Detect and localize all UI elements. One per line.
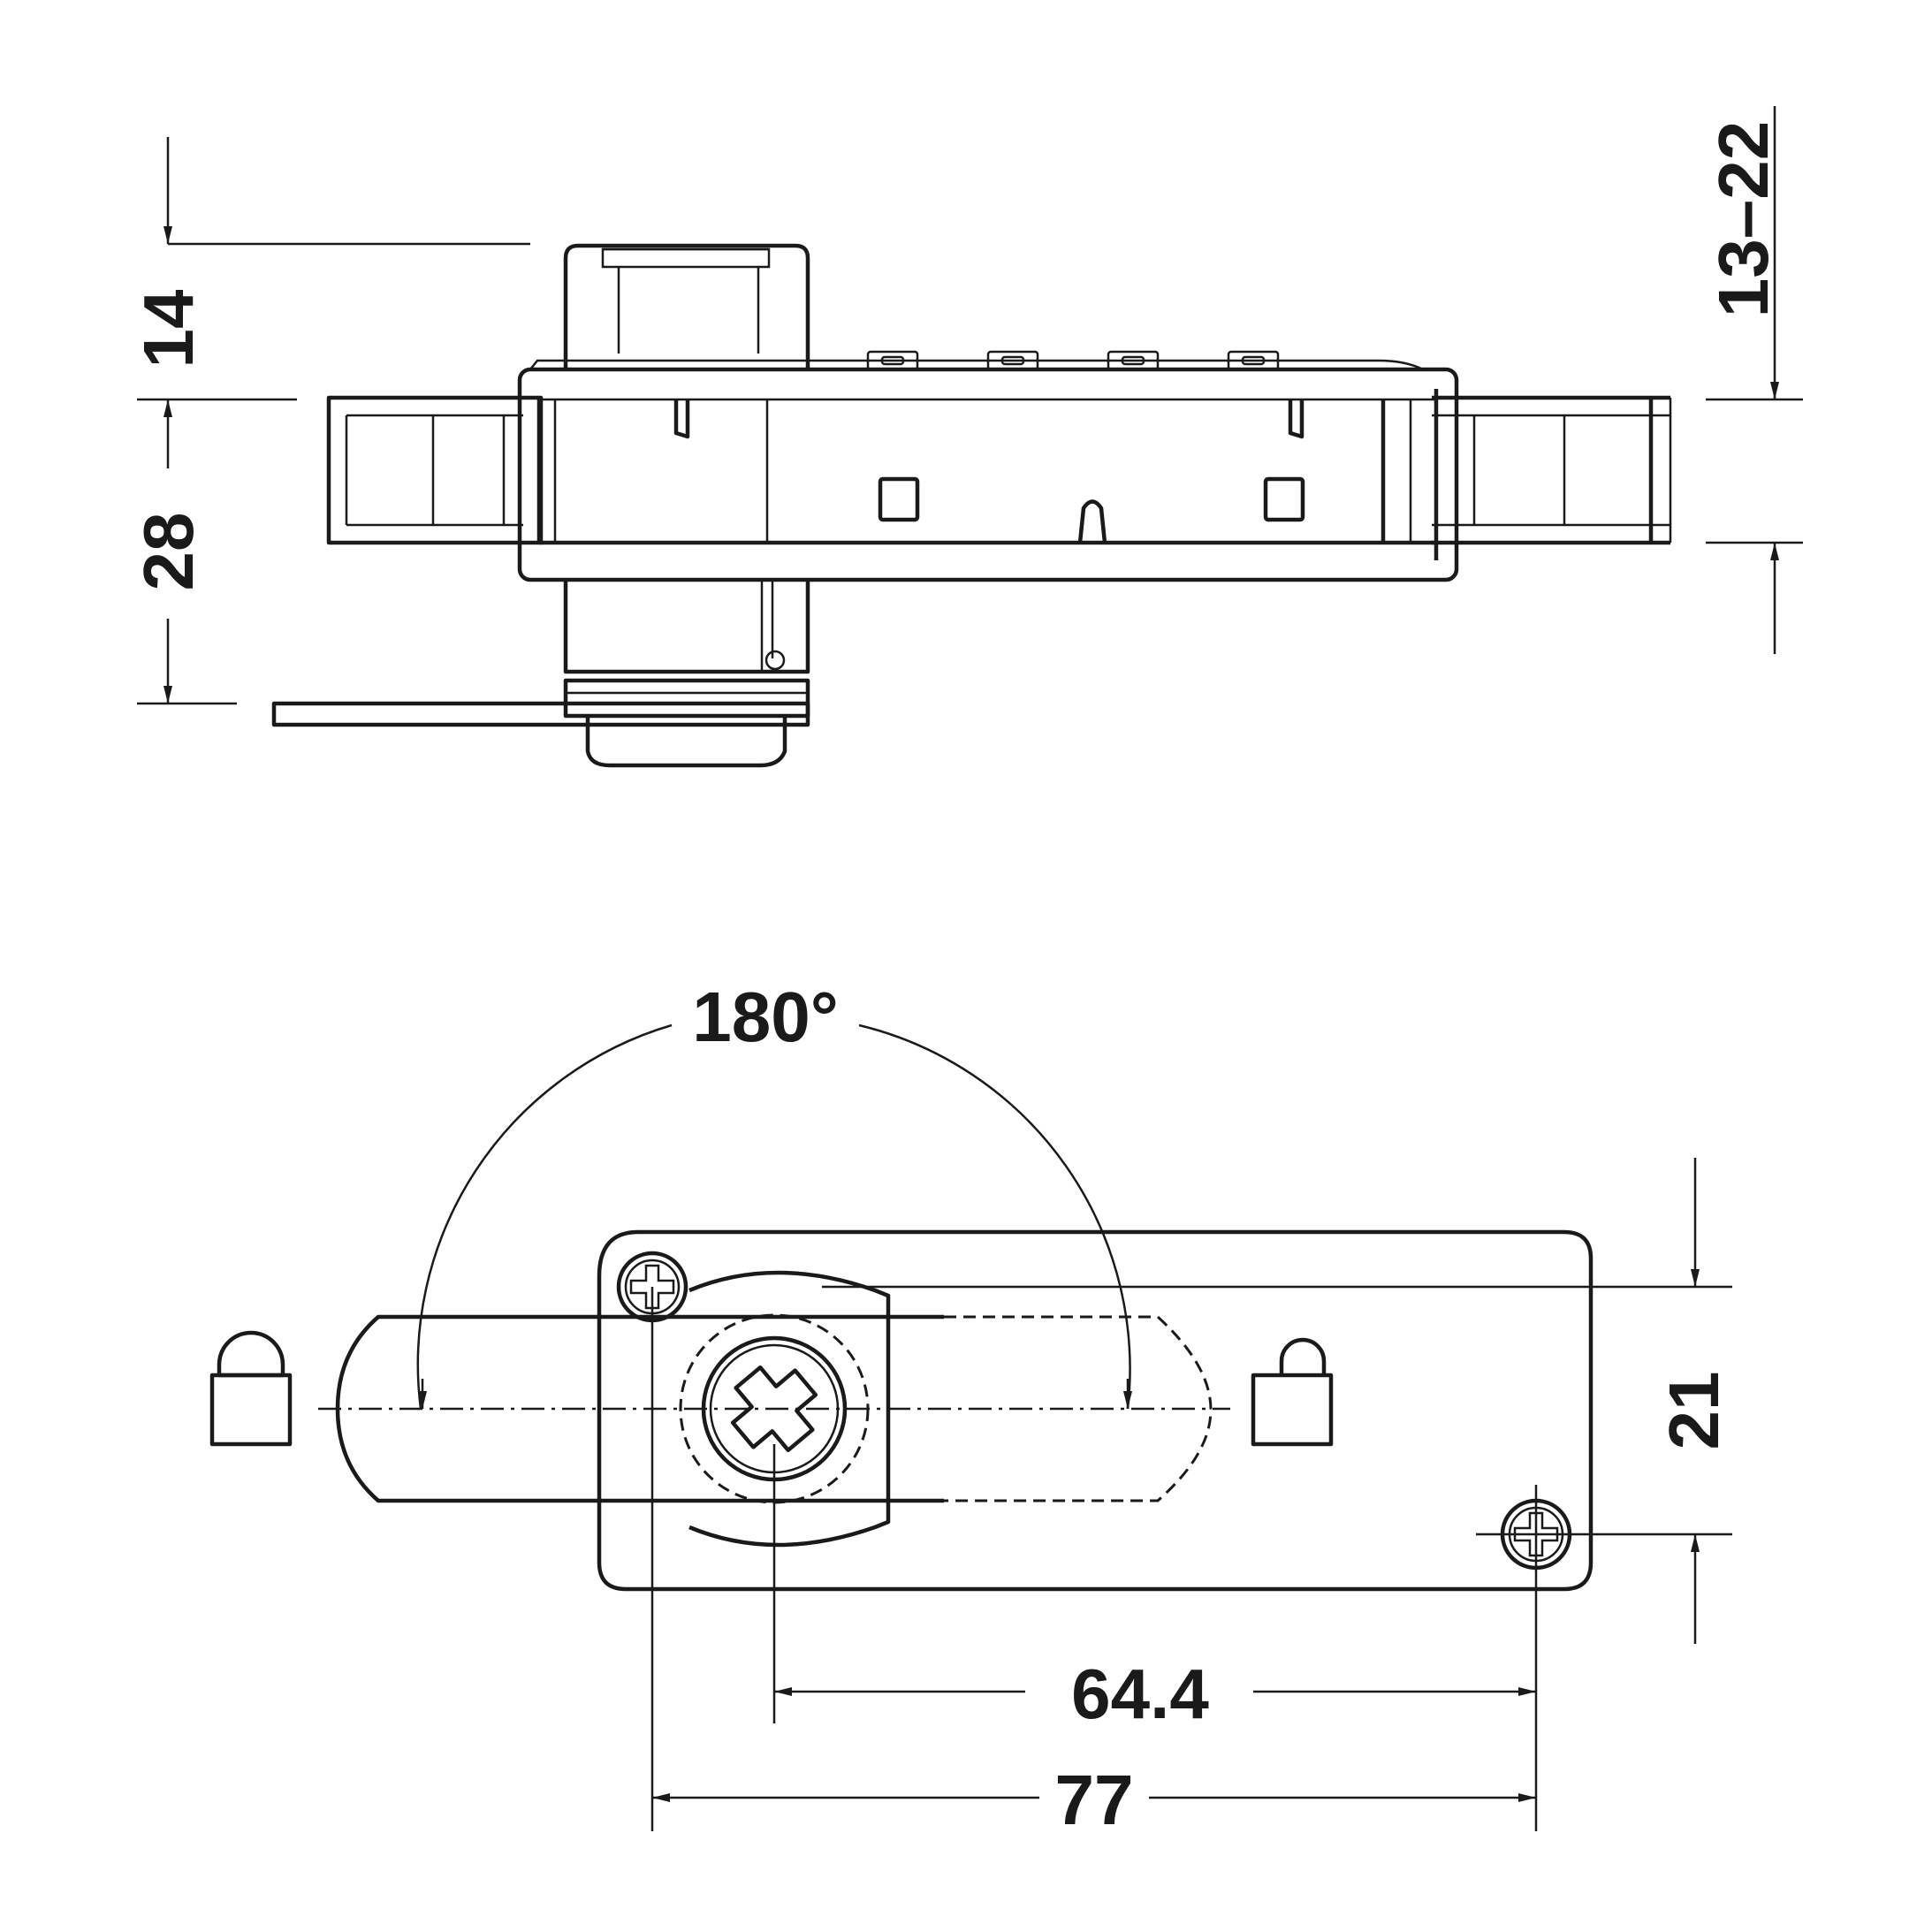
dim-front-right	[822, 1158, 1732, 1644]
lock-cylinder	[563, 580, 810, 768]
side-view: 14 28 13–22	[129, 106, 1803, 768]
padlock-open-icon	[1251, 1337, 1334, 1447]
dim-hole-to-screw: 64.4	[1071, 1654, 1209, 1733]
lock-housing	[517, 359, 1459, 582]
dim-side-left	[137, 137, 530, 705]
cam-plate	[271, 701, 810, 727]
mounting-plate	[597, 1229, 1594, 1592]
knob-cap	[563, 243, 810, 369]
rotation-arc	[416, 1023, 1131, 1410]
dim-plate-height: 21	[1654, 1372, 1733, 1450]
latch-unlocked-position	[672, 1315, 1213, 1502]
dim-hole-to-hole: 77	[1055, 1761, 1134, 1839]
dim-64	[772, 1444, 1538, 1831]
dim-door-thickness: 13–22	[1704, 121, 1783, 317]
dim-side-right	[1706, 106, 1803, 654]
door-panel-left	[326, 395, 544, 545]
dim-body-height: 28	[129, 513, 208, 591]
padlock-closed-icon	[209, 1330, 293, 1447]
door-panel-right	[1432, 395, 1672, 545]
dim-cap-height: 14	[129, 289, 208, 368]
dim-77	[650, 1287, 1536, 1831]
dim-rotation-angle: 180°	[692, 977, 838, 1056]
front-view: 180° 21 64.4	[209, 977, 1733, 1839]
combination-dials	[866, 350, 1280, 371]
